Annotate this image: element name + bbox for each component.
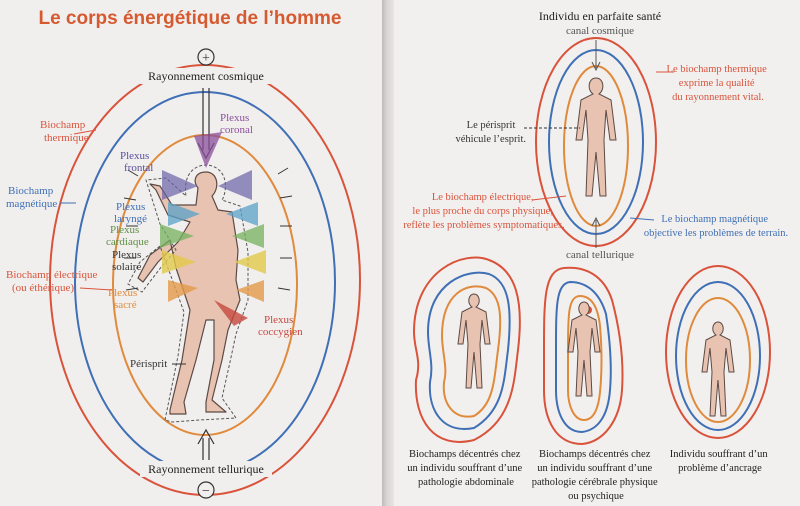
- magnetic-field-label: Biochamp magnétique: [6, 185, 57, 210]
- coccygeal-plexus-cone: [214, 300, 248, 326]
- cerebral-electric-field: [567, 294, 603, 422]
- left-page: Le corps énergétique de l’homme + − Rayo…: [0, 0, 382, 506]
- telluric-channel-label: canal tellurique: [566, 249, 634, 261]
- healthy-channel-arrows: [591, 40, 601, 248]
- abdominal-case: Biochamps décentrés chez un individu sou…: [407, 256, 525, 488]
- abdominal-caption: Biochamps décentrés chez un individu sou…: [407, 449, 525, 488]
- right-page: Individu en parfaite santé canal cosmiqu…: [394, 0, 800, 506]
- sacral-plexus-label: Plexus sacré: [108, 287, 140, 311]
- perisprit-outline: [127, 164, 249, 423]
- perisprit-note: Le périsprit véhicule l’esprit.: [455, 120, 526, 145]
- healthy-body-figure: [575, 77, 617, 197]
- frontal-plexus-cone-front: [162, 170, 198, 200]
- sacral-plexus-cone-back: [236, 280, 264, 302]
- sacral-plexus-cone-front: [168, 280, 198, 302]
- cosmic-radiation-label: Rayonnement cosmique: [148, 69, 264, 83]
- abdominal-thermal-field: [412, 256, 521, 443]
- abdominal-electric-field: [440, 285, 502, 418]
- cerebral-thermal-field: [543, 266, 624, 446]
- thermal-field-label: Biochamp thermique: [40, 119, 89, 144]
- abdominal-magnetic-field: [426, 271, 511, 430]
- electric-note: Le biochamp électrique, le plus proche d…: [403, 192, 565, 231]
- cerebral-caption: Biochamps décentrés chez un individu sou…: [532, 449, 661, 502]
- anchoring-thermal-field: [665, 265, 771, 439]
- cardiac-plexus-label: Plexus cardiaque: [106, 224, 149, 248]
- larynx-plexus-label: Plexus laryngé: [114, 201, 148, 225]
- coronal-plexus-label: Plexus coronal: [220, 112, 253, 136]
- negative-sign-label: −: [202, 484, 210, 499]
- cosmic-channel-label: canal cosmique: [566, 25, 634, 37]
- larynx-plexus-cone-back: [226, 202, 258, 226]
- telluric-radiation-label: Rayonnement tellurique: [148, 462, 264, 476]
- magnetic-note: Le biochamp magnétique objective les pro…: [644, 214, 788, 239]
- anchoring-case: Individu souffrant d’un problème d’ancra…: [665, 265, 771, 474]
- diagram-title: Le corps énergétique de l’homme: [38, 8, 341, 29]
- coccygeal-plexus-label: Plexus coccygien: [258, 314, 303, 338]
- cerebral-case: Biochamps décentrés chez un individu sou…: [532, 266, 661, 502]
- human-body-figure: [137, 171, 241, 415]
- cerebral-magnetic-field: [555, 280, 612, 434]
- coronal-plexus-cone: [194, 132, 222, 168]
- field-arrows: [123, 167, 293, 291]
- anchoring-electric-field: [685, 297, 751, 423]
- anchoring-body-figure: [701, 321, 735, 417]
- perisprit-label: Périsprit: [130, 358, 167, 370]
- solar-plexus-cone-front: [162, 250, 196, 274]
- biofield-comparison-diagram: Individu en parfaite santé canal cosmiqu…: [403, 9, 788, 502]
- larynx-plexus-cone-front: [168, 202, 200, 226]
- positive-sign-label: +: [202, 51, 210, 66]
- book-gutter: [382, 0, 394, 506]
- abdominal-body-figure: [457, 293, 491, 389]
- frontal-plexus-cone-back: [218, 170, 252, 200]
- negative-sign-icon: [197, 481, 215, 499]
- thermal-note: Le biochamp thermique exprime la qualité…: [667, 64, 770, 103]
- positive-sign-icon: [197, 48, 215, 66]
- anchoring-magnetic-field: [675, 281, 761, 431]
- cardiac-plexus-cone-front: [160, 224, 194, 248]
- electric-field-label: Biochamp électrique (ou éthérique): [6, 269, 100, 294]
- energy-body-diagram: Le corps énergétique de l’homme + − Rayo…: [6, 8, 361, 499]
- cerebral-body-figure: [567, 301, 601, 397]
- telluric-arrow-icon: [197, 428, 215, 460]
- healthy-title: Individu en parfaite santé: [539, 9, 661, 23]
- plexus-cones: [160, 132, 266, 326]
- solar-plexus-cone-back: [234, 250, 266, 274]
- frontal-plexus-label: Plexus frontal: [120, 150, 153, 174]
- anchoring-caption: Individu souffrant d’un problème d’ancra…: [670, 449, 770, 474]
- solar-plexus-label: Plexus solaire: [112, 249, 144, 273]
- cardiac-plexus-cone-back: [232, 224, 264, 248]
